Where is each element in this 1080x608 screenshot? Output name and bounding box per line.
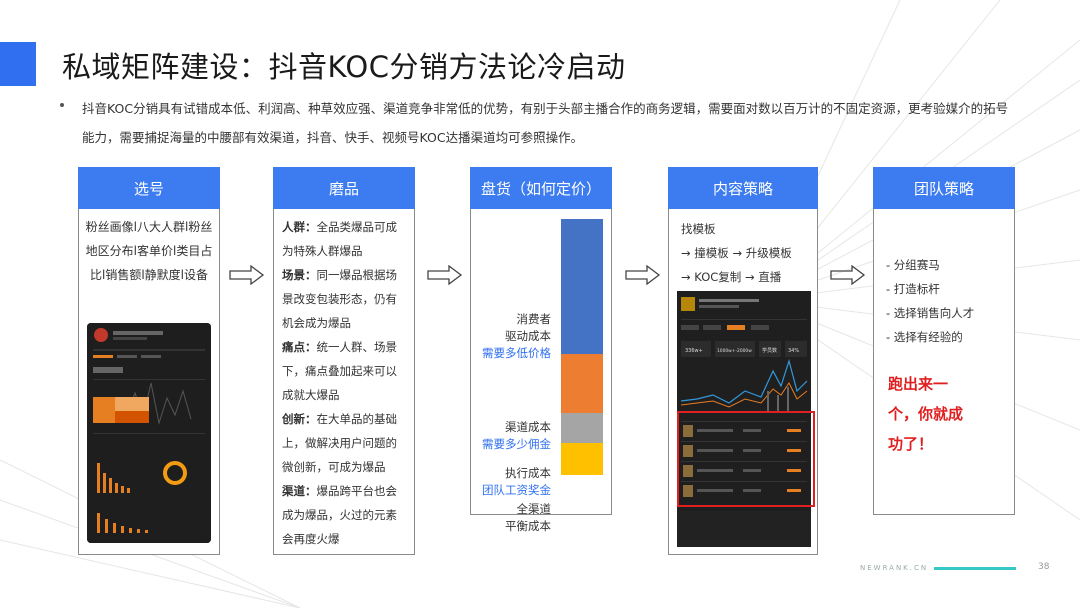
title-accent-bar [0,42,36,86]
label-channel-cost: 渠道成本 需要多少佣金 [482,420,551,451]
column-header: 内容策略 [668,167,818,209]
column-body: 找模板 → 撞模板 → 升级模板 → KOC复制 → 直播 336w+ 10 [668,209,818,555]
content-analytics-image: 336w+ 1000w+-2000w 学员数 34% [677,291,811,547]
column-header: 盘货（如何定价） [470,167,612,209]
segment-consumer-cost [561,219,603,354]
segment-execution-cost [561,413,603,443]
arrow-right-icon [625,265,661,285]
column-body: 人群：全品类爆品可成为特殊人群爆品 场景：同一爆品根据场景改变包装形态，仍有机会… [273,209,415,555]
footer-line [934,567,1016,570]
column-select-account: 选号 粉丝画像l八大人群l粉丝 地区分布l客单价l类目占 比l销售额l静默度l设… [78,167,220,555]
column-header: 磨品 [273,167,415,209]
arrow-right-icon [830,265,866,285]
page-number: 38 [1038,562,1050,572]
arrow-right-icon [427,265,463,285]
list-item: - 分组赛马 [886,258,940,272]
label-consumer-cost: 消费者 驱动成本 需要多低价格 [482,312,551,360]
column-team-strategy: 团队策略 - 分组赛马 - 打造标杆 - 选择销售向人才 - 选择有经验的 跑出… [873,167,1015,515]
column-body: - 分组赛马 - 打造标杆 - 选择销售向人才 - 选择有经验的 跑出来一 个，… [873,209,1015,515]
product-strategy-list: 人群：全品类爆品可成为特殊人群爆品 场景：同一爆品根据场景改变包装形态，仍有机会… [274,209,414,551]
strategy-item: 人群：全品类爆品可成为特殊人群爆品 [282,220,397,258]
column-pricing: 盘货（如何定价） 消费者 驱动成本 需要多低价格 渠道成本 需要多少佣金 执行成… [470,167,612,533]
column-body: 消费者 驱动成本 需要多低价格 渠道成本 需要多少佣金 执行成本 团队工资奖金 … [470,209,612,533]
label-balance-cost: 全渠道 平衡成本 [505,502,551,533]
footer-brand: NEWRANK.CN [860,564,929,572]
strategy-item: 痛点：统一人群、场景下，痛点叠加起来可以成就大爆品 [282,340,397,402]
column-body: 粉丝画像l八大人群l粉丝 地区分布l客单价l类目占 比l销售额l静默度l设备 [78,209,220,555]
column-refine-product: 磨品 人群：全品类爆品可成为特殊人群爆品 场景：同一爆品根据场景改变包装形态，仍… [273,167,415,555]
content-steps: 找模板 → 撞模板 → 升级模板 → KOC复制 → 直播 [681,222,792,284]
list-item: - 选择有经验的 [886,330,963,344]
strategy-item: 渠道：爆品跨平台也会成为爆品，火过的元素会再度火爆 [282,484,397,546]
stat-range: 1000w+-2000w [717,348,752,354]
column-content-strategy: 内容策略 找模板 → 撞模板 → 升级模板 → KOC复制 → 直播 [668,167,818,555]
cost-stack-bar [561,219,603,475]
strategy-item: 创新：在大单品的基础上，做解决用户问题的微创新，可成为爆品 [282,412,397,474]
column-header: 团队策略 [873,167,1015,209]
stat-label: 学员数 [762,347,777,354]
list-item: - 打造标杆 [886,282,940,296]
bullet-dot [60,103,64,107]
arrow-right-icon [229,265,265,285]
column-header: 选号 [78,167,220,209]
dashboard-thumbnail-icon [87,323,211,543]
success-highlight: 跑出来一 个，你就成 功了！ [888,375,964,453]
selection-criteria: 粉丝画像l八大人群l粉丝 地区分布l客单价l类目占 比l销售额l静默度l设备 [85,220,213,282]
stat-fans: 336w+ [685,348,703,354]
content-dashboard-thumbnail-icon: 336w+ 1000w+-2000w 学员数 34% [677,291,811,511]
strategy-item: 场景：同一爆品根据场景改变包装形态，仍有机会成为爆品 [282,268,397,330]
list-item: - 选择销售向人才 [886,306,975,320]
intro-paragraph: 抖音KOC分销具有试错成本低、利润高、种草效应强、渠道竞争非常低的优势，有别于头… [82,101,1009,145]
stat-rate: 34% [788,348,799,354]
segment-channel-cost [561,354,603,413]
highlight-frame [677,411,815,507]
segment-balance-cost [561,443,603,475]
slide-title: 私域矩阵建设：抖音KOC分销方法论冷启动 [62,50,626,84]
label-execution-cost: 执行成本 团队工资奖金 [482,466,551,497]
team-strategy-list: - 分组赛马 - 打造标杆 - 选择销售向人才 - 选择有经验的 [886,253,974,349]
analytics-dashboard-image [87,323,211,543]
